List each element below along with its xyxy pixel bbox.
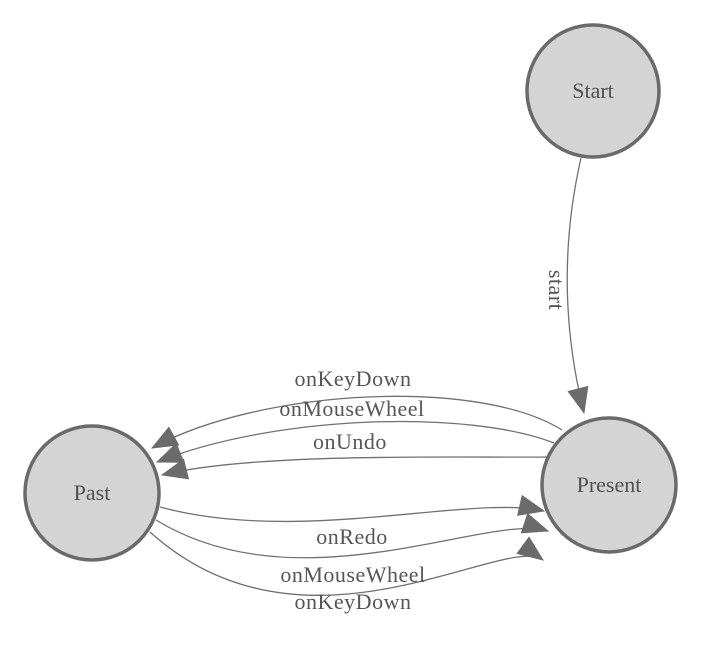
state-node-start: [525, 23, 661, 159]
edge-label-onmousewheel-bottom: onMouseWheel: [280, 562, 425, 587]
transition-present-to-past-onkeydown: [150, 395, 563, 449]
edge-label-onundo: onUndo: [313, 429, 387, 454]
transition-past-to-present-onkeydown: [149, 531, 544, 596]
state-node-present: [540, 416, 678, 554]
transition-present-to-past-onmousewheel: [155, 420, 555, 463]
state-node-start-label: Start: [572, 78, 614, 103]
state-node-past-label: Past: [74, 480, 111, 505]
edge-label-onredo: onRedo: [316, 524, 387, 549]
state-node-past: [23, 424, 161, 562]
transition-past-to-present-onmousewheel: [155, 512, 550, 559]
edge-label-onkeydown-top: onKeyDown: [295, 366, 412, 391]
transition-start-to-present: [566, 157, 589, 415]
edge-label-onkeydown-bottom: onKeyDown: [295, 589, 412, 614]
edge-label-start: start: [544, 270, 569, 310]
transition-present-to-past-onundo: [160, 456, 548, 480]
state-node-present-label: Present: [577, 472, 642, 497]
edge-label-onmousewheel-top: onMouseWheel: [279, 396, 424, 421]
transition-past-to-present-onredo: [159, 494, 546, 523]
